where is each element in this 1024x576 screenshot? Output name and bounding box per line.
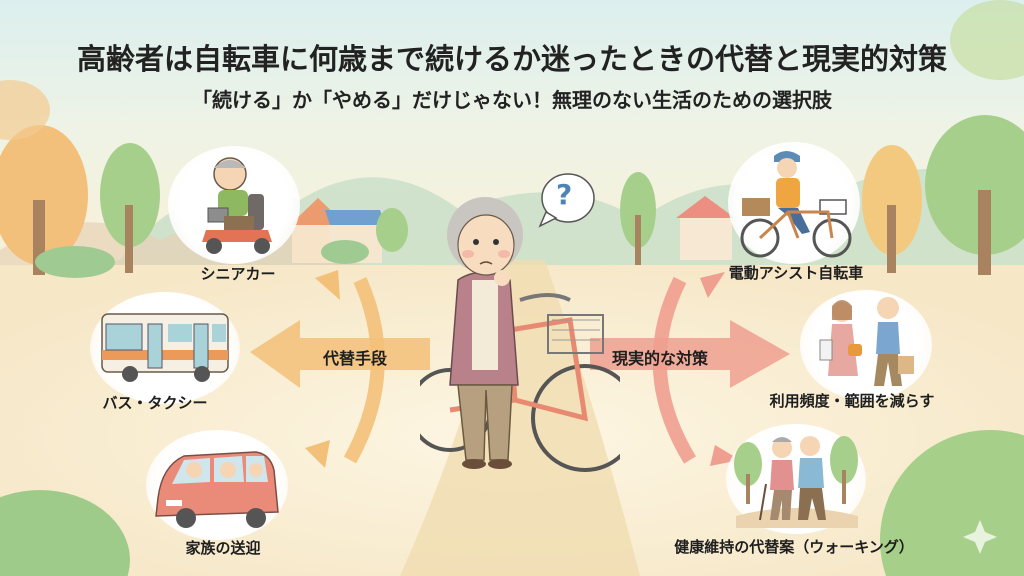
family-car-icon: [155, 451, 279, 528]
walking-health-alternative-label: 健康維持の代替案（ウォーキング）: [674, 538, 914, 556]
realistic-measures-label: 現実的な対策: [612, 349, 709, 368]
family-car-circle: [146, 430, 288, 540]
electric-assist-bicycle-label: 電動アシスト自転車: [728, 264, 864, 282]
bus-taxi-label: バス・タクシー: [102, 394, 208, 412]
countermeasure-arrows: [590, 272, 790, 466]
bus-icon: [101, 313, 229, 382]
alternative-means-label: 代替手段: [323, 349, 388, 368]
question-mark-icon: ?: [556, 178, 573, 211]
senior-scooter-icon: [202, 157, 272, 254]
walking-circle: [726, 424, 866, 534]
senior-car-label: シニアカー: [200, 265, 276, 283]
alternative-arrows: [250, 270, 430, 468]
family-pickup-label: 家族の送迎: [185, 539, 261, 557]
senior-scooter-circle: [168, 146, 300, 264]
question-bubble: ?: [536, 172, 596, 228]
electric-bicycle-circle: [728, 142, 860, 264]
page-title: 高齢者は自転車に何歳まで続けるか迷ったときの代替と現実的対策: [76, 42, 947, 76]
walking-shopping-couple-icon: [819, 297, 914, 386]
elderly-woman-with-bicycle: [420, 197, 620, 472]
page-subtitle: 「続ける」か「やめる」だけじゃない！無理のない生活のための選択肢: [192, 88, 832, 112]
speech-bubble-icon: [538, 173, 595, 228]
reduce-frequency-range-label: 利用頻度・範囲を減らす: [769, 392, 935, 410]
walking-couple-icon: [734, 436, 858, 528]
electric-bicycle-icon: [740, 151, 852, 258]
bus-circle: [90, 292, 240, 404]
reduce-usage-circle: [800, 290, 932, 400]
